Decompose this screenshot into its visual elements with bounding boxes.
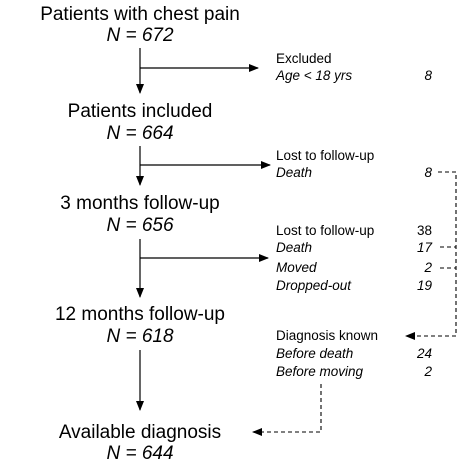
stage-title-3: 3 months follow-up <box>60 193 220 214</box>
excluded-heading: Excluded <box>276 51 332 66</box>
stage-count-2: N = 664 <box>106 123 174 144</box>
stage-title-1: Patients with chest pain <box>40 4 240 25</box>
lost-2-row-value-2: 2 <box>424 260 432 275</box>
stage-title-5: Available diagnosis <box>58 422 222 443</box>
stage-title-2: Patients included <box>67 101 213 122</box>
diagnosis-known-row-value-2: 2 <box>424 364 432 379</box>
diagnosis-known-row-label-1: Before death <box>276 346 354 361</box>
excluded-row-value: 8 <box>424 68 432 83</box>
lost-2-heading: Lost to follow-up <box>276 223 375 238</box>
stage-count-3: N = 656 <box>106 215 174 236</box>
stage-count-5: N = 644 <box>106 443 174 464</box>
lost-2-heading-value: 38 <box>416 223 432 238</box>
lost-2-row-value-1: 17 <box>416 240 432 255</box>
lost-2-row-label-3: Dropped-out <box>276 278 352 293</box>
stage-title-4: 12 months follow-up <box>54 304 226 325</box>
lost-2-row-label-2: Moved <box>276 260 317 275</box>
excluded-row-label: Age < 18 yrs <box>276 68 353 83</box>
lost-1-heading: Lost to follow-up <box>276 148 375 163</box>
dashed-arrow-available <box>252 384 322 436</box>
lost-2-row-value-3: 19 <box>416 278 432 293</box>
diagnosis-known-row-value-1: 24 <box>416 346 432 361</box>
diagnosis-known-heading: Diagnosis known <box>276 328 379 343</box>
lost-2-row-label-1: Death <box>276 240 313 255</box>
lost-1-row-label: Death <box>276 165 313 180</box>
dashed-link-death-8 <box>438 171 457 336</box>
lost-1-row-value: 8 <box>424 165 432 180</box>
stage-count-1: N = 672 <box>106 25 174 46</box>
diagnosis-known-row-label-2: Before moving <box>276 364 364 379</box>
stage-count-4: N = 618 <box>106 326 174 347</box>
